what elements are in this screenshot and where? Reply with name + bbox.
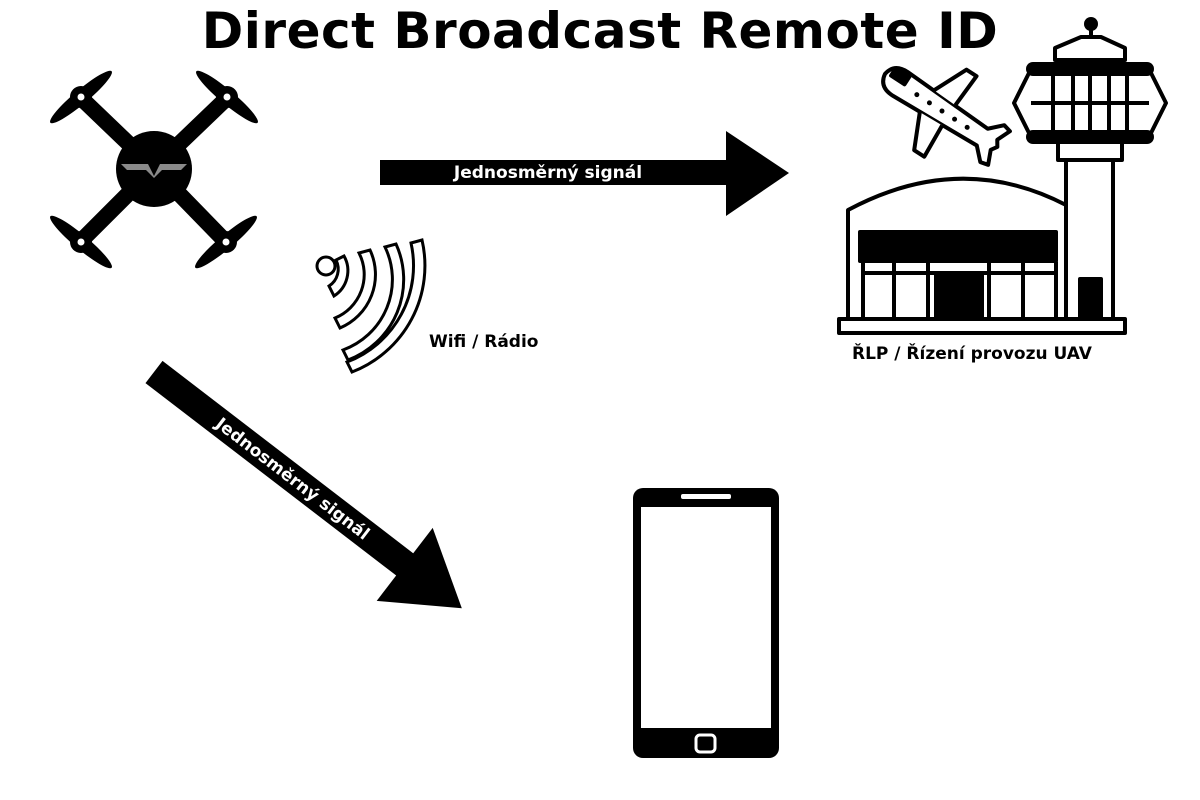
signal-label: Wifi / Rádio xyxy=(429,332,539,352)
arrow-label-atc: Jednosměrný signál xyxy=(453,163,642,183)
diagram-title: Direct Broadcast Remote ID xyxy=(201,2,999,60)
atc-label: ŘLP / Řízení provozu UAV xyxy=(852,344,1092,364)
